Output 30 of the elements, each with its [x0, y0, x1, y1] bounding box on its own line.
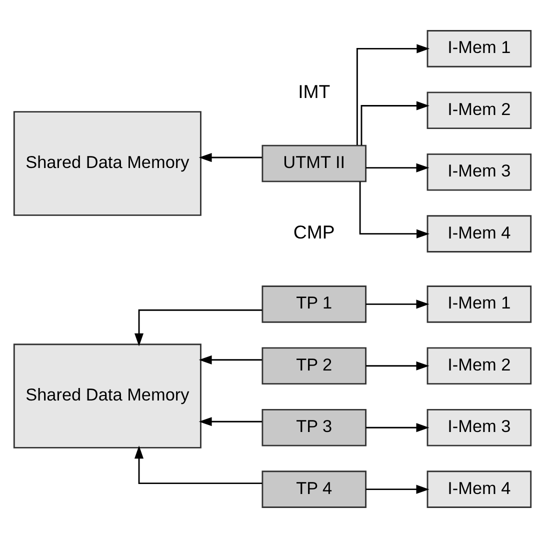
arrow — [134, 446, 262, 484]
node-box: TP 1 — [262, 286, 367, 323]
node-box: I-Mem 3 — [426, 153, 532, 191]
arrow — [198, 355, 262, 364]
node-box: Shared Data Memory — [13, 344, 202, 448]
node-box: Shared Data Memory — [13, 111, 202, 216]
arrow — [198, 153, 262, 162]
arrow — [198, 417, 262, 426]
node-box: I-Mem 1 — [426, 286, 532, 323]
arrow — [134, 309, 262, 346]
label: CMP — [293, 222, 335, 243]
node-box: UTMT II — [262, 144, 367, 182]
arrow — [359, 182, 430, 238]
arrow — [366, 163, 430, 172]
arrow — [366, 423, 430, 432]
node-box: I-Mem 4 — [426, 215, 532, 252]
node-box: TP 2 — [262, 347, 367, 385]
arrow — [360, 101, 430, 146]
node-box: I-Mem 1 — [426, 30, 532, 68]
arrow — [366, 484, 430, 494]
node-box: I-Mem 3 — [426, 408, 532, 446]
node-box: I-Mem 4 — [426, 470, 532, 508]
arrow — [366, 361, 430, 370]
node-box: TP 4 — [262, 470, 367, 508]
node-box: I-Mem 2 — [426, 347, 532, 385]
arrow — [356, 44, 430, 146]
node-box: TP 3 — [262, 408, 367, 446]
label: IMT — [298, 81, 330, 102]
arrow — [366, 300, 430, 309]
node-box: I-Mem 2 — [426, 92, 532, 130]
